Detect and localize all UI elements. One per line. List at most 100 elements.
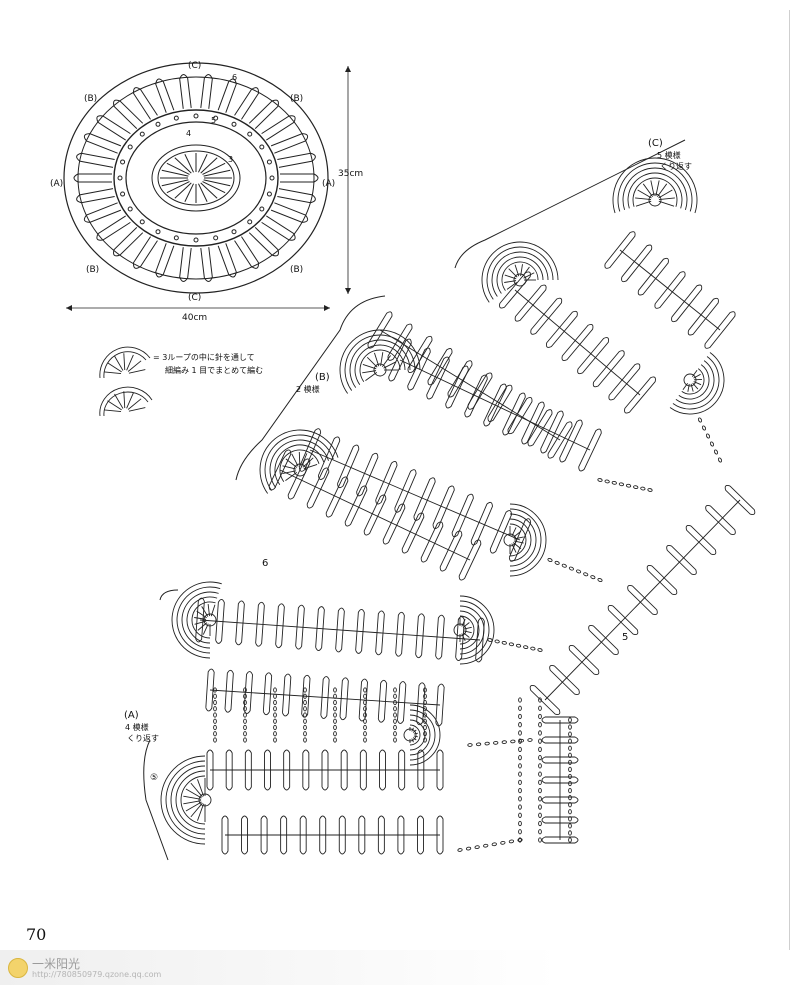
picot — [155, 229, 161, 235]
petal-loop — [248, 226, 279, 257]
picot — [139, 219, 145, 225]
spoke — [200, 182, 218, 199]
motif-height-label: 35cm — [338, 169, 363, 179]
spoke — [203, 169, 231, 177]
legend-line-2: 細編み 1 目でまとめて編む — [165, 365, 263, 375]
petal-loop — [261, 115, 296, 141]
spoke — [184, 154, 194, 173]
petal-loop — [270, 202, 309, 223]
page-number: 70 — [26, 925, 47, 944]
section-a-note-1: 4 模様 — [125, 722, 149, 732]
spoke — [202, 162, 226, 175]
picot — [213, 115, 219, 121]
spoke — [166, 162, 190, 175]
section-c-note-2: くり返す — [660, 162, 692, 171]
watermark-bar: 一米阳光 http://780850979.qzone.qq.com — [0, 950, 800, 985]
spoke — [174, 182, 192, 199]
spoke — [198, 183, 208, 202]
petal-loop — [179, 247, 192, 282]
picot — [259, 144, 265, 150]
section-c-note-1: 5 模様 — [657, 150, 681, 160]
section-round-5: 5 — [622, 632, 628, 643]
legend-line-1: = 3ループの中に針を通して — [153, 352, 255, 362]
petal-loop — [217, 78, 237, 113]
picot — [127, 144, 133, 150]
picot — [120, 159, 126, 165]
petal-loop — [96, 115, 131, 141]
picot — [193, 237, 199, 243]
petal-loop — [277, 188, 316, 204]
watermark-text: 一米阳光 — [32, 957, 81, 971]
picot — [155, 121, 161, 127]
section-round-6: 6 — [262, 558, 268, 569]
motif-label-c-top: (C) — [188, 61, 201, 71]
picot — [266, 159, 272, 165]
picot — [127, 206, 133, 212]
chart-fans — [160, 157, 725, 845]
picot — [139, 131, 145, 137]
petal-loop — [200, 247, 213, 282]
picot — [247, 131, 253, 137]
picot — [269, 175, 275, 181]
motif-label-a-left: (A) — [50, 179, 63, 189]
spoke — [203, 179, 231, 187]
petal-loop — [200, 74, 213, 109]
picot — [120, 191, 126, 197]
petal-loop — [76, 152, 115, 168]
spoke — [161, 179, 189, 187]
spoke — [161, 169, 189, 177]
petal-loop — [73, 173, 112, 183]
spoke — [198, 154, 208, 173]
petal-loop — [76, 188, 115, 204]
picot — [193, 113, 199, 119]
motif-round-5: 5 — [211, 116, 216, 125]
motif-width-label: 40cm — [182, 313, 207, 323]
picot — [266, 191, 272, 197]
section-b-note-1: 2 模様 — [296, 384, 320, 394]
section-c-label: (C) — [648, 138, 663, 149]
watermark-url: http://780850979.qzone.qq.com — [32, 970, 162, 979]
petal-loop — [217, 243, 237, 278]
picot — [247, 219, 253, 225]
legend-symbols — [99, 346, 153, 417]
petal-loop — [277, 152, 316, 168]
spoke — [184, 183, 194, 202]
petal-loop — [270, 133, 309, 154]
petal-loop — [133, 87, 158, 120]
motif-label-a-right: (A) — [322, 179, 335, 189]
section-a-note-2: くり返す — [127, 734, 159, 743]
petal-loop — [96, 215, 131, 241]
picot — [231, 121, 237, 127]
chart-strips — [195, 231, 756, 855]
motif-round-6: 6 — [232, 73, 237, 82]
motif-round-3: 3 — [228, 155, 233, 164]
petal-loop — [83, 202, 122, 223]
petal-loop — [83, 133, 122, 154]
petal-loop — [248, 99, 279, 130]
motif-label-c-bottom: (C) — [188, 293, 201, 303]
petal-loop — [155, 243, 175, 278]
petal-loop — [261, 215, 296, 241]
petal-loop — [234, 236, 259, 269]
motif-inner-spokes — [117, 113, 275, 243]
spoke — [200, 157, 218, 174]
petal-loop — [113, 226, 144, 257]
petal-loop — [113, 99, 144, 130]
petal-loop — [234, 87, 259, 120]
page-edge — [789, 10, 794, 950]
picot — [259, 206, 265, 212]
spoke — [202, 181, 226, 194]
picot — [173, 235, 179, 241]
picot — [231, 229, 237, 235]
section-start-mark: ⑤ — [150, 773, 158, 783]
motif-petal-ring — [73, 74, 319, 282]
sun-logo-icon — [8, 958, 28, 978]
picot — [173, 115, 179, 121]
petal-loop — [155, 78, 175, 113]
spoke — [166, 181, 190, 194]
motif-round-4: 4 — [186, 129, 191, 138]
motif-overview — [63, 62, 351, 311]
chart-outline — [143, 139, 686, 861]
motif-label-b-tl: (B) — [84, 94, 97, 104]
